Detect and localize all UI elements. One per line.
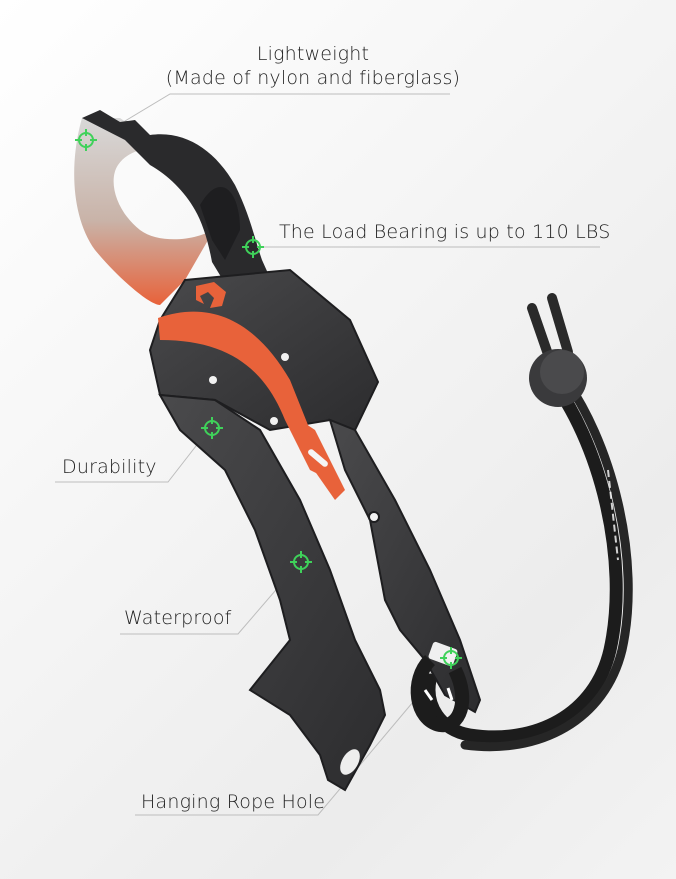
feature-lightweight-title: Lightweight xyxy=(256,43,370,65)
target-marker-icon xyxy=(242,236,264,258)
target-markers xyxy=(75,129,462,669)
left-handle xyxy=(158,393,387,792)
upper-jaw xyxy=(74,118,215,305)
feature-durability: Durability xyxy=(62,456,157,478)
feature-waterproof: Waterproof xyxy=(124,607,232,629)
feature-hanging-rope-hole: Hanging Rope Hole xyxy=(141,791,326,813)
target-marker-icon xyxy=(75,129,97,151)
hanging-hole xyxy=(340,749,360,775)
target-marker-icon xyxy=(201,417,223,439)
feature-lightweight: Lightweight (Made of nylon and fiberglas… xyxy=(165,42,461,90)
target-marker-icon xyxy=(440,647,462,669)
hook-arm xyxy=(82,110,280,300)
brand-logo-icon xyxy=(196,282,226,308)
feature-lightweight-subtitle: (Made of nylon and fiberglass) xyxy=(165,67,461,89)
feature-load-bearing: The Load Bearing is up to 110 LBS xyxy=(279,221,611,243)
target-marker-icon xyxy=(290,551,312,573)
